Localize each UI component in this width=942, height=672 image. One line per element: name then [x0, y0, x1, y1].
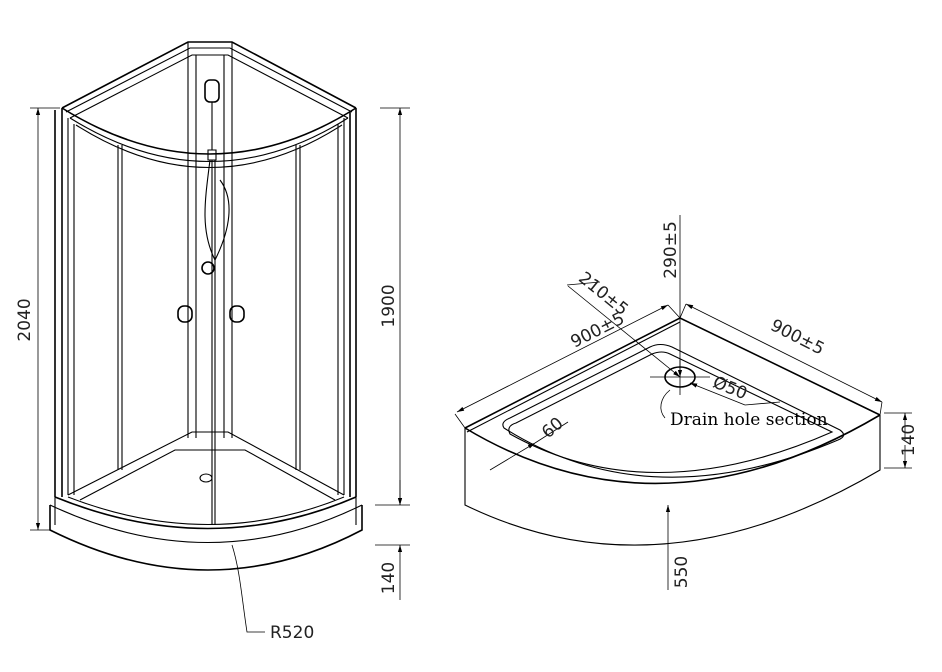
dim-tray-height: 140 [379, 562, 399, 594]
door-handle-left [177, 305, 193, 323]
shower-cabin [30, 41, 410, 633]
dim-drain-diag: 210±5 [575, 268, 632, 320]
dim-front-depth: 550 [672, 556, 692, 588]
dim-height-total: 2040 [15, 298, 35, 341]
shower-head-icon [201, 79, 230, 275]
dim-tray-height-right: 140 [899, 424, 919, 456]
drain-hole-label: Drain hole section [670, 410, 828, 430]
drain-icon [199, 473, 213, 483]
dim-drain-vert: 290±5 [661, 221, 681, 279]
dim-drain-diameter: Ø50 [710, 373, 750, 405]
shower-tray [454, 215, 912, 590]
door-handle-right [229, 305, 245, 323]
dim-radius: R520 [270, 623, 314, 643]
dim-side-right: 900±5 [767, 316, 827, 360]
dim-height-glass: 1900 [379, 284, 399, 327]
